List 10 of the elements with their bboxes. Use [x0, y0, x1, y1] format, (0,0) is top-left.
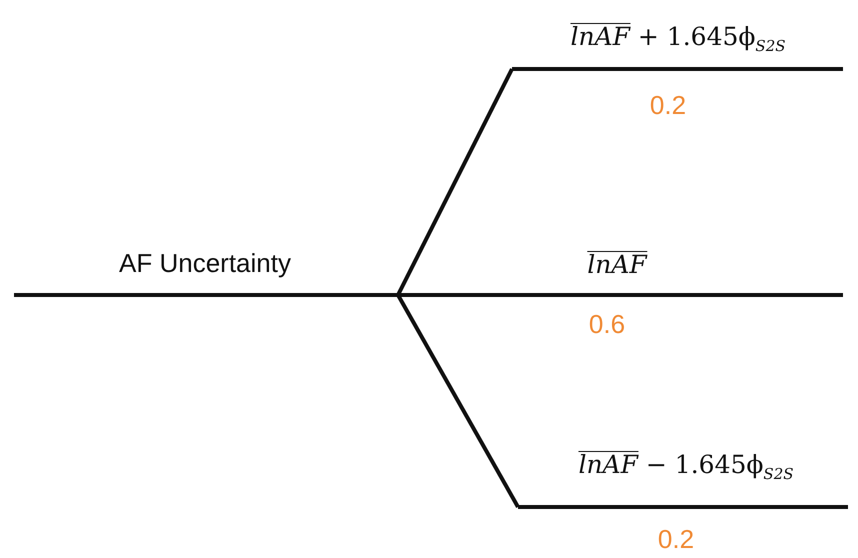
branch-label: lnAF	[587, 250, 647, 279]
probability-label: 0.6	[588, 309, 626, 340]
probability-label: 0.2	[650, 90, 686, 121]
branch-line	[398, 293, 520, 297]
branch-label: lnAF + 1.645ϕ$_{S2S}$	[570, 22, 786, 55]
branch-label: lnAF − 1.645ϕ$_{S2S}$	[578, 450, 794, 483]
branch-line	[396, 68, 514, 296]
probability-label: 0.2	[658, 524, 694, 555]
branch-line	[396, 294, 520, 508]
node-label: AF Uncertainty	[119, 248, 291, 279]
